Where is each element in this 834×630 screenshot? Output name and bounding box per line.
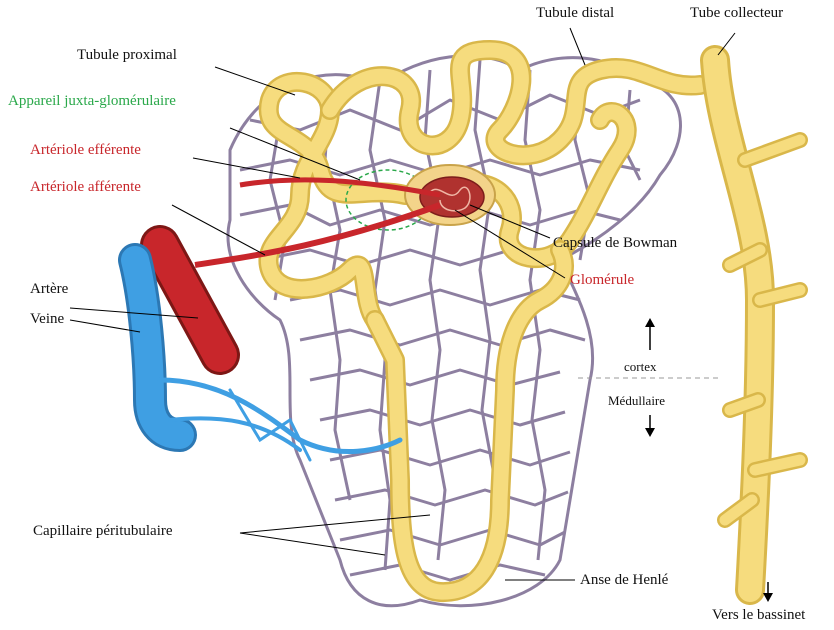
label-glomerule: Glomérule <box>570 273 634 288</box>
label-anse-de-henle: Anse de Henlé <box>580 573 668 588</box>
glomerulus-group <box>405 165 495 225</box>
label-veine: Veine <box>30 312 64 327</box>
tubules <box>268 50 800 592</box>
label-tubule-proximal: Tubule proximal <box>77 48 177 63</box>
label-artere: Artère <box>30 282 68 297</box>
label-capillaire-peritubulaire: Capillaire péritubulaire <box>33 524 173 539</box>
arrow-down-icon <box>645 415 655 437</box>
arrow-up-icon <box>645 318 655 350</box>
label-appareil-juxta-glomerulaire: Appareil juxta-glomérulaire <box>8 94 176 109</box>
label-arteriole-afferente: Artériole afférente <box>30 180 141 195</box>
label-tube-collecteur: Tube collecteur <box>690 6 783 21</box>
label-arteriole-efferente: Artériole efférente <box>30 143 141 158</box>
label-cortex: cortex <box>624 360 656 373</box>
label-vers-le-bassinet: Vers le bassinet <box>712 608 805 623</box>
label-medullaire: Médullaire <box>608 394 665 407</box>
label-tubule-distal: Tubule distal <box>536 6 614 21</box>
label-capsule-de-bowman: Capsule de Bowman <box>553 236 677 251</box>
